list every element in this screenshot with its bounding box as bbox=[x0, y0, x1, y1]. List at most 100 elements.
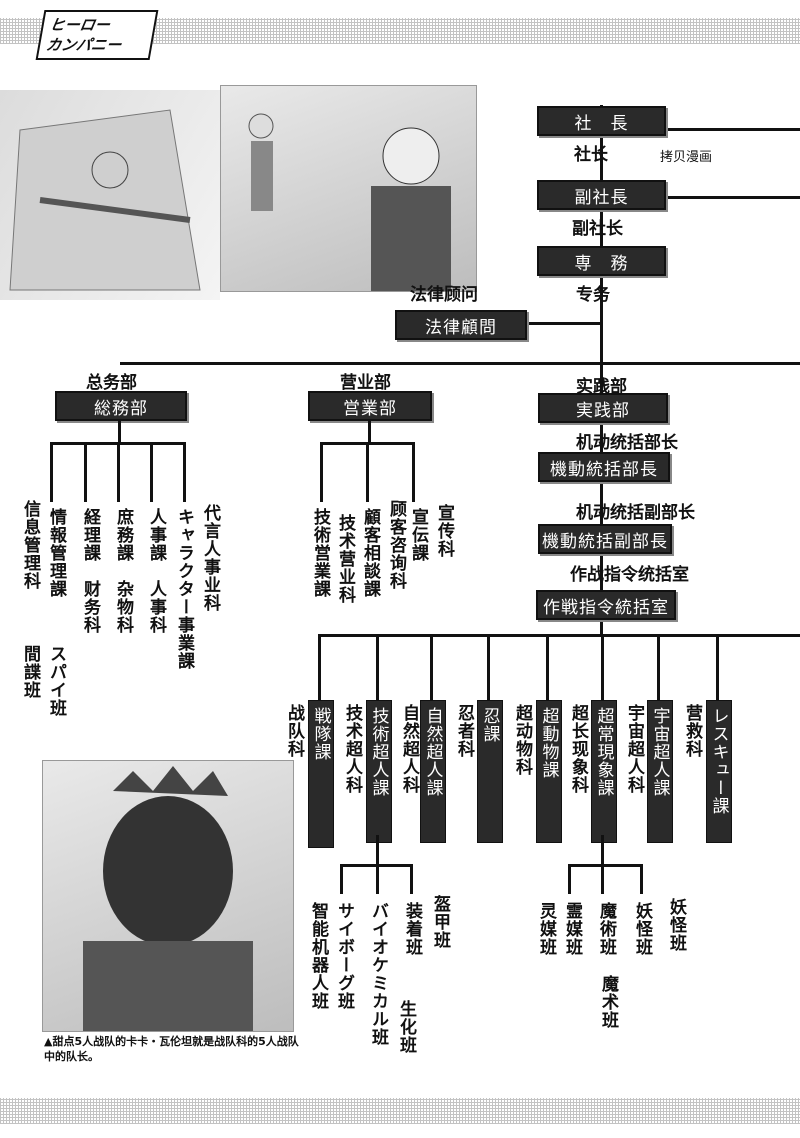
sales-dept-cn: 营业部 bbox=[340, 373, 391, 393]
info-mgmt-jp: 情報管理課 bbox=[46, 508, 66, 598]
medium-jp: 霊媒班 bbox=[562, 902, 582, 956]
nature-hero-cn: 自然超人科 bbox=[399, 704, 419, 794]
pr-jp: 宣伝課 bbox=[408, 508, 428, 562]
pr-sec-line-4 bbox=[487, 634, 490, 700]
pr-cn: 宣传科 bbox=[434, 504, 454, 558]
spy-team-cn: 間諜班 bbox=[20, 645, 40, 699]
vice-president-box: 副社長 bbox=[537, 180, 666, 210]
trunk-line bbox=[600, 105, 603, 635]
magic-jp: 魔術班 bbox=[596, 902, 616, 956]
command-cn: 作战指令统括室 bbox=[570, 565, 689, 585]
rescue-box: レスキュー課 bbox=[706, 700, 732, 843]
masked-hero-illustration bbox=[42, 760, 294, 1032]
character-jp: キャラクター事業課 bbox=[174, 508, 194, 670]
chief-cn: 机动统括部长 bbox=[576, 433, 678, 453]
legal-box: 法律顧問 bbox=[395, 310, 527, 340]
para-team-line-3 bbox=[640, 864, 643, 894]
character-cn: 代言人事业科 bbox=[200, 504, 220, 612]
general-affairs-jp: 庶務課 bbox=[113, 508, 133, 562]
hero-characters-illustration bbox=[220, 85, 477, 292]
bottom-noise-strip bbox=[0, 1098, 800, 1124]
sales-dept-box: 営業部 bbox=[308, 391, 432, 421]
vice-chief-cn: 机动统括副部长 bbox=[576, 503, 695, 523]
pr-sec-line-3 bbox=[430, 634, 433, 700]
armor-jp: 装着班 bbox=[402, 902, 422, 956]
super-animal-box: 超動物課 bbox=[536, 700, 562, 843]
para-team-down-line bbox=[601, 835, 604, 865]
sales-sec-line-2 bbox=[366, 442, 369, 502]
command-box: 作戦指令統括室 bbox=[536, 590, 676, 620]
youkai-jp: 妖怪班 bbox=[632, 902, 652, 956]
legal-line bbox=[525, 322, 602, 325]
gen-sec-line-1 bbox=[50, 442, 53, 502]
paranormal-box: 超常現象課 bbox=[591, 700, 617, 843]
logo: ヒーロー カンパニー bbox=[35, 10, 159, 60]
mid-right-line bbox=[600, 362, 800, 365]
ninja-box: 忍課 bbox=[477, 700, 503, 843]
magic-cn: 魔术班 bbox=[598, 975, 618, 1029]
practice-dept-box: 実践部 bbox=[538, 393, 668, 423]
building-illustration bbox=[0, 90, 220, 300]
para-team-line-2 bbox=[601, 864, 604, 894]
accounting-cn: 财务科 bbox=[80, 580, 100, 634]
tech-team-line-1 bbox=[340, 864, 343, 894]
tech-hero-cn: 技术超人科 bbox=[342, 704, 362, 794]
gen-sec-line-4 bbox=[150, 442, 153, 502]
cyborg-jp: サイボーグ班 bbox=[334, 902, 354, 1010]
director-box: 専 務 bbox=[537, 246, 666, 276]
pr-sec-line-6 bbox=[601, 634, 604, 700]
sales-sec-line-3 bbox=[412, 442, 415, 502]
cyborg-cn: 智能机器人班 bbox=[308, 902, 328, 1010]
pr-sec-line-1 bbox=[318, 634, 321, 700]
tech-sales-jp: 技術営業課 bbox=[310, 508, 330, 598]
tech-hero-box: 技術超人課 bbox=[366, 700, 392, 843]
medium-cn: 灵媒班 bbox=[536, 902, 556, 956]
pr-sec-line-2 bbox=[376, 634, 379, 700]
sales-sec-line-1 bbox=[320, 442, 323, 502]
paranormal-cn: 超长现象科 bbox=[568, 704, 588, 794]
nature-hero-box: 自然超人課 bbox=[420, 700, 446, 843]
armor-cn: 盔甲班 bbox=[430, 895, 450, 949]
sentai-cn: 战队科 bbox=[284, 704, 304, 758]
credit-label: 拷贝漫画 bbox=[660, 150, 713, 165]
director-cn: 专务 bbox=[576, 285, 610, 305]
practice-dept-cn: 实践部 bbox=[576, 377, 627, 397]
chief-box: 機動統括部長 bbox=[538, 452, 670, 482]
tech-sales-cn: 技术营业科 bbox=[335, 514, 355, 604]
hr-jp: 人事課 bbox=[146, 508, 166, 562]
pr-sec-line-8 bbox=[716, 634, 719, 700]
spy-team-jp: スパイ班 bbox=[46, 645, 66, 717]
hr-cn: 人事科 bbox=[146, 580, 166, 634]
practice-h-line bbox=[318, 634, 800, 637]
general-dept-box: 総務部 bbox=[55, 391, 187, 421]
ninja-cn: 忍者科 bbox=[454, 704, 474, 758]
info-mgmt-cn: 信息管理科 bbox=[20, 500, 40, 590]
president-cn: 社长 bbox=[574, 145, 608, 165]
gen-sec-line-5 bbox=[183, 442, 186, 502]
pr-sec-line-7 bbox=[657, 634, 660, 700]
general-down-line bbox=[118, 419, 121, 443]
biochem-cn: 生化班 bbox=[396, 1000, 416, 1054]
gen-sec-line-2 bbox=[84, 442, 87, 502]
tech-team-line-3 bbox=[410, 864, 413, 894]
customer-cn: 顾客咨询科 bbox=[386, 500, 406, 590]
vice-chief-box: 機動統括副部長 bbox=[538, 524, 672, 554]
logo-line2: カンパニー bbox=[44, 36, 123, 54]
customer-jp: 顧客相談課 bbox=[360, 508, 380, 598]
para-team-h-line bbox=[568, 864, 643, 867]
para-team-line-1 bbox=[568, 864, 571, 894]
space-hero-box: 宇宙超人課 bbox=[647, 700, 673, 843]
general-dept-cn: 总务部 bbox=[86, 373, 137, 393]
pr-sec-line-5 bbox=[546, 634, 549, 700]
accounting-jp: 経理課 bbox=[80, 508, 100, 562]
dept-branch-line bbox=[120, 362, 602, 365]
caption: ▲甜点5人战队的卡卡・瓦伦坦就是战队科的5人战队中的队长。 bbox=[44, 1034, 299, 1064]
space-hero-cn: 宇宙超人科 bbox=[624, 704, 644, 794]
sentai-box: 戦隊課 bbox=[308, 700, 334, 848]
tech-team-down-line bbox=[376, 835, 379, 865]
general-affairs-cn: 杂物科 bbox=[113, 580, 133, 634]
vp-right-line bbox=[600, 196, 800, 199]
vice-president-cn: 副社长 bbox=[572, 219, 623, 239]
rescue-cn: 营救科 bbox=[682, 704, 702, 758]
gen-sec-line-3 bbox=[117, 442, 120, 502]
